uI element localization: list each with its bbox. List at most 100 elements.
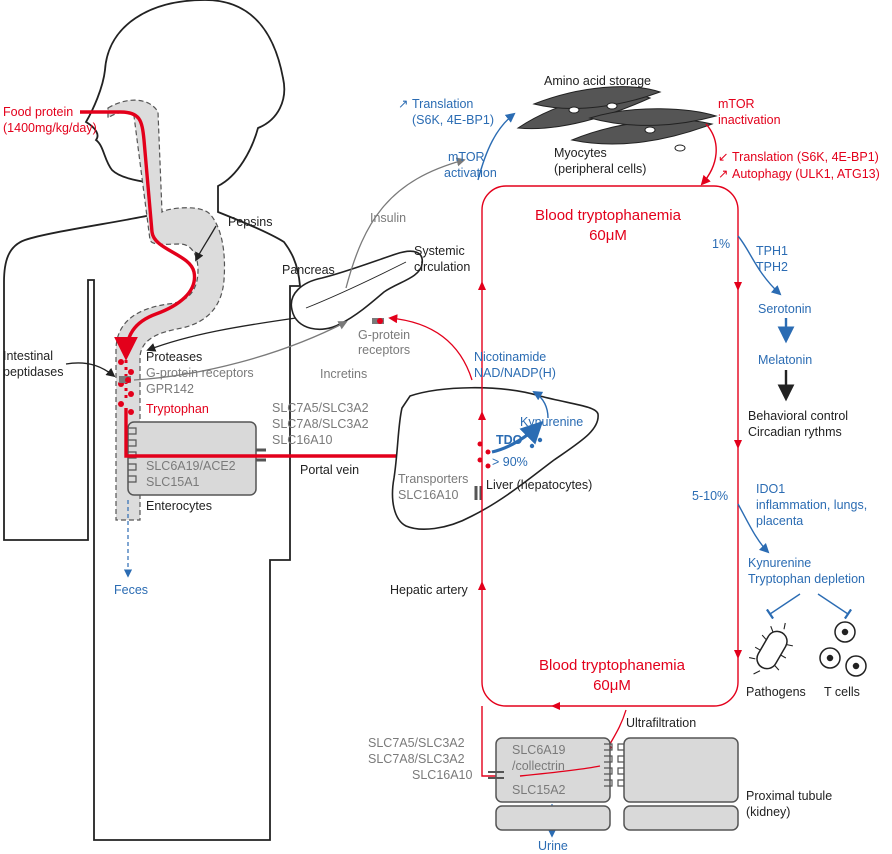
portal-transporter-1: SLC7A5/SLC3A2: [272, 401, 369, 415]
pancreas-gpcr-icon: [372, 318, 384, 324]
serotonin-pct-label: 1%: [712, 237, 730, 251]
food-protein-label: Food protein: [3, 105, 73, 119]
tryptophan-label: Tryptophan: [146, 402, 209, 416]
liver-kynurenine-label: Kynurenine: [520, 415, 583, 429]
pancreas-gpcr-label-1: G-protein: [358, 328, 410, 342]
enterocytes-label: Enterocytes: [146, 499, 212, 513]
ido-site-label-1: inflammation, lungs,: [756, 498, 867, 512]
nicotinamide-label: Nicotinamide: [474, 350, 546, 364]
blood-tryptophanemia-bottom: Blood tryptophanemia: [539, 657, 686, 674]
liver-transporters-label-1: Transporters: [398, 472, 468, 486]
food-dose-label: (1400mg/kg/day): [3, 121, 97, 135]
portal-transporter-3: SLC16A10: [272, 433, 333, 447]
tryptophan-absorption-arrow: [124, 408, 467, 468]
circulation-direction-arrows: [478, 281, 742, 710]
behavior-label-2: Circadian rythms: [748, 425, 842, 439]
myocytes-label-2: (peripheral cells): [554, 162, 646, 176]
enterocyte-transporter-2: SLC15A1: [146, 475, 200, 489]
ido-kynurenine-label: Kynurenine: [748, 556, 811, 570]
kidney-microvilli: [604, 743, 624, 787]
urine-label: Urine: [538, 839, 568, 853]
insulin-arrow: [345, 157, 466, 289]
behavior-label-1: Behavioral control: [748, 409, 848, 423]
liver-tryptophan-dots: [477, 441, 491, 469]
slc15a2-label: SLC15A2: [512, 783, 566, 797]
gut-gpcr-label: G-protein receptors: [146, 366, 254, 380]
peptidases-pointer: [65, 362, 116, 378]
liver-transporters-label-2: SLC16A10: [398, 488, 459, 502]
pathogens-label: Pathogens: [746, 685, 806, 699]
mtor-inactivation-label-1: mTOR: [718, 97, 755, 111]
portal-transporter-2: SLC7A8/SLC3A2: [272, 417, 369, 431]
systemic-label-1: Systemic: [414, 244, 465, 258]
pancreas-duct: [305, 261, 407, 309]
autophagy-up-arrow: ↗: [718, 167, 728, 181]
mtor-activation-arrow: [477, 112, 516, 181]
serotonin-label: Serotonin: [758, 302, 812, 316]
tcells-label: T cells: [824, 685, 860, 699]
insulin-label: Insulin: [370, 211, 406, 225]
blood-conc-top: 60μM: [589, 227, 627, 244]
enterocyte-transporter-1: SLC6A19/ACE2: [146, 459, 236, 473]
kidney-transporter-1: SLC7A5/SLC3A2: [368, 736, 465, 750]
pancreas-gpcr-label-2: receptors: [358, 343, 410, 357]
tdo-label: TDO: [496, 433, 523, 447]
kidney-apical-label-1: SLC6A19: [512, 743, 566, 757]
tcells-icon: [819, 621, 867, 677]
myocytes-label-1: Myocytes: [554, 146, 607, 160]
pathogen-icon: [749, 622, 793, 675]
kidney-cell-right: [623, 737, 739, 803]
serotonin-branch-arrow: [737, 235, 782, 296]
nad-label: NAD/NADP(H): [474, 366, 556, 380]
blood-conc-bottom: 60μM: [593, 677, 631, 694]
translation-down-label: Translation (S6K, 4E-BP1): [732, 150, 879, 164]
pancreas-label: Pancreas: [282, 263, 335, 277]
ultrafiltration-label: Ultrafiltration: [626, 716, 696, 730]
hepatic-artery-label: Hepatic artery: [390, 583, 469, 597]
myocytes-icon: [516, 86, 718, 152]
pepsins-label: Pepsins: [228, 215, 272, 229]
translation-up-label-2: (S6K, 4E-BP1): [412, 113, 494, 127]
autophagy-up-label: Autophagy (ULK1, ATG13): [732, 167, 880, 181]
blood-tryptophanemia-top: Blood tryptophanemia: [535, 207, 682, 224]
gpr142-receptor-icon: [119, 376, 131, 383]
translation-up-arrow: ↗: [398, 97, 408, 111]
tph2-label: TPH2: [756, 260, 788, 274]
incretin-arrow: [133, 321, 348, 381]
kidney-cell-left-lower: [495, 805, 611, 831]
pepsins-pointer: [195, 225, 217, 262]
kidney-transporter-2: SLC7A8/SLC3A2: [368, 752, 465, 766]
translation-down-arrow: ↙: [718, 150, 728, 164]
translation-up-label-1: Translation: [412, 97, 473, 111]
inhibit-pathogens: [765, 593, 801, 620]
portal-vein-label: Portal vein: [300, 463, 359, 477]
tryptophan-depletion-label: Tryptophan depletion: [748, 572, 865, 586]
amino-acid-storage-label: Amino acid storage: [544, 74, 651, 88]
mtor-inactivation-label-2: inactivation: [718, 113, 781, 127]
gpr142-label: GPR142: [146, 382, 194, 396]
liver-transporter-marks: [256, 448, 483, 500]
kidney-apical-label-2: /collectrin: [512, 759, 565, 773]
kidney-reabsorption-arrow: [519, 765, 601, 777]
kidney-cell-left: [495, 737, 611, 803]
ido-pct-label: 5-10%: [692, 489, 728, 503]
melatonin-label: Melatonin: [758, 353, 812, 367]
proteases-label: Proteases: [146, 350, 202, 364]
nad-arrow: [532, 390, 549, 419]
mtor-activation-label-1: mTOR: [448, 150, 485, 164]
ido-branch-arrow: [737, 503, 770, 554]
mtor-activation-label-2: activation: [444, 166, 497, 180]
pancreas-protease-arrow: [146, 317, 297, 352]
ido-site-label-2: placenta: [756, 514, 803, 528]
food-path-arrow: [80, 110, 197, 361]
peptidases-label-2: peptidases: [3, 365, 63, 379]
kidney-transporter-3: SLC16A10: [412, 768, 473, 782]
incretins-label: Incretins: [320, 367, 367, 381]
body-silhouette: [3, 0, 301, 841]
tdo-arrow: [491, 420, 544, 454]
tdo-share-label: > 90%: [492, 455, 528, 469]
kidney-cell-right-lower: [623, 805, 739, 831]
ido1-label: IDO1: [756, 482, 785, 496]
tph1-label: TPH1: [756, 244, 788, 258]
